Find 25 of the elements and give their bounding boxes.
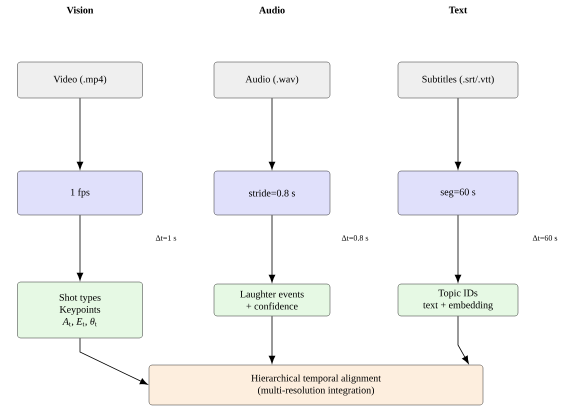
arrow [458, 316, 469, 364]
feature-box: Shot types Keypoints A$_{t}$, E$_{t}$, θ$_{t}$ [17, 282, 143, 338]
model-box: seg=60 s [398, 170, 518, 216]
column-heading: Audio [259, 6, 285, 14]
feature-box: Laughter events + confidence [214, 284, 330, 316]
model-box: 1 fps [17, 170, 143, 216]
arrow [454, 98, 462, 170]
arrow [454, 214, 462, 283]
arrow [76, 214, 84, 281]
time-step-label: Δt=1 s [156, 235, 176, 241]
time-step-label: Δt=0.8 s [342, 235, 368, 241]
input-box: Audio (.wav) [214, 62, 330, 98]
arrow [80, 338, 148, 385]
column-heading: Vision [66, 6, 94, 14]
time-step-label: Δt=60 s [532, 235, 558, 241]
model-box: stride=0.8 s [214, 170, 330, 216]
arrow [268, 214, 276, 283]
arrow [268, 98, 276, 170]
column-heading: Text [448, 6, 468, 14]
alignment-box: Hierarchical temporal alignment (multi-resolution integration) [148, 364, 484, 406]
input-box: Subtitles (.srt/.vtt) [398, 62, 518, 98]
feature-box: Topic IDs text + embedding [398, 284, 518, 316]
arrow [268, 316, 276, 364]
input-box: Video (.mp4) [17, 62, 143, 98]
arrow [76, 98, 84, 170]
